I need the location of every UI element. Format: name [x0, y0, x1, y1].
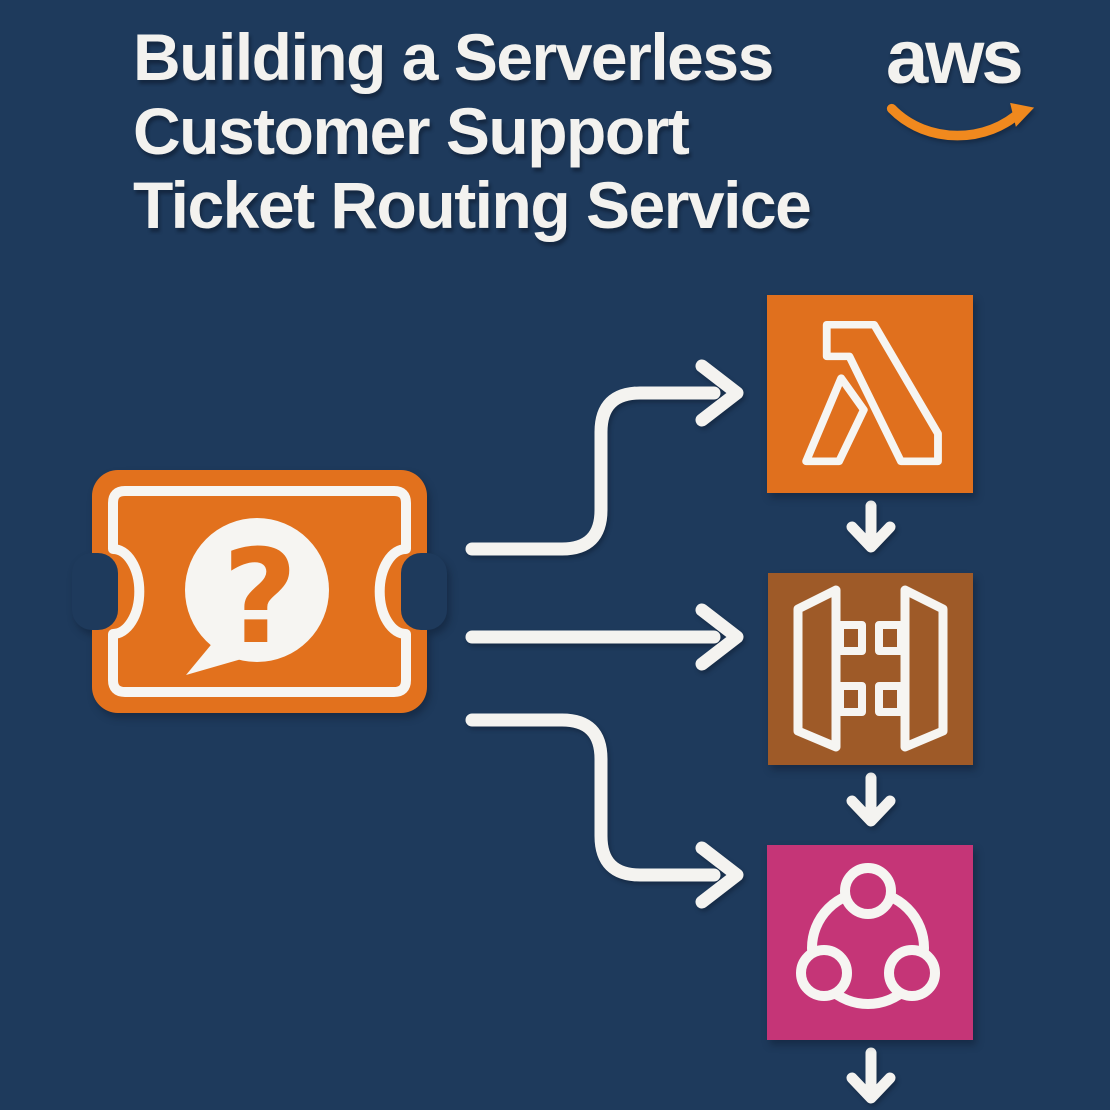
ticket-to-sns-arrow: [465, 713, 744, 909]
aws-logo: aws: [884, 14, 1044, 141]
arrowhead-icon: [846, 795, 896, 827]
ticket-to-lambda-arrow: [465, 359, 744, 556]
gate-square: [875, 621, 905, 655]
aws-lambda-icon: [767, 295, 973, 493]
ticket-notch-right: [401, 553, 447, 630]
gate-square: [836, 621, 866, 655]
api-gateway-glyph: [793, 585, 948, 752]
arrowhead-icon: [695, 841, 744, 909]
arrowhead-icon: [846, 521, 896, 553]
api-gateway-to-sns-arrow: [846, 772, 896, 827]
aws-smile-arrow-tip: [1010, 102, 1035, 127]
arrowhead-icon: [695, 359, 744, 427]
lambda-left-leg: [802, 374, 868, 466]
sns-node: [840, 863, 896, 919]
gate-square: [836, 682, 866, 716]
arrow-line: [465, 713, 721, 882]
sns-glyph: [796, 863, 940, 1009]
fan-out-arrows: [465, 359, 744, 909]
support-ticket-icon: ?: [72, 470, 447, 713]
speech-bubble: [185, 518, 329, 662]
title-line-1: Building a Serverless: [133, 20, 774, 94]
aws-smile-icon: [886, 102, 1035, 141]
sns-node: [884, 945, 940, 1001]
api-gateway-icon: [768, 573, 973, 765]
lambda-glyph: [802, 320, 942, 466]
ticket-to-api-gateway-arrow: [465, 603, 744, 671]
sns-node: [796, 945, 852, 1001]
title-line-2: Customer Support: [133, 94, 690, 168]
lambda-main-stroke: [822, 320, 942, 466]
ticket-inner-outline: [108, 486, 411, 697]
sns-icon: [767, 845, 973, 1040]
question-mark: ?: [222, 521, 297, 673]
arrow-line: [465, 386, 721, 556]
aws-logo-text: aws: [886, 15, 1024, 100]
speech-bubble-tail: [186, 640, 252, 675]
arrowhead-icon: [695, 603, 744, 671]
arrowhead-icon: [846, 1072, 896, 1104]
lambda-to-api-gateway-arrow: [846, 500, 896, 553]
chain-arrows: [846, 500, 896, 1104]
sns-output-arrow: [846, 1047, 896, 1104]
aws-smile-curve: [886, 103, 1027, 141]
ticket-notch-left: [72, 553, 118, 630]
title-line-3: Ticket Routing Service: [133, 168, 812, 242]
page-title: Building a Serverless Customer Support T…: [133, 20, 812, 242]
gate-square: [875, 682, 905, 716]
